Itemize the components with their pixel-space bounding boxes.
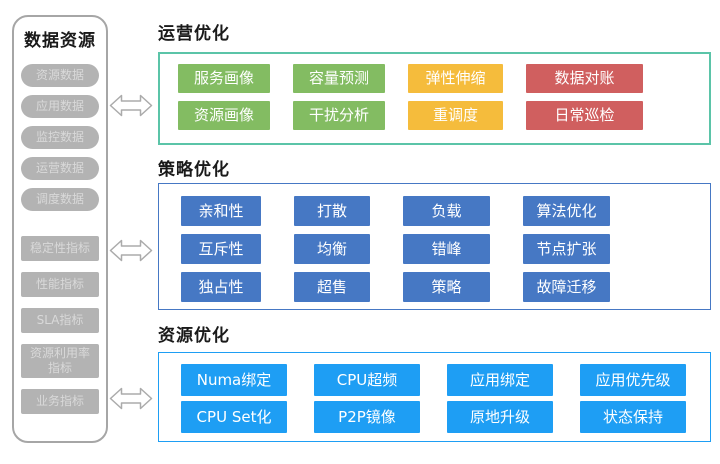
item-algorithm-optimization: 算法优化 (523, 196, 610, 226)
item-spread: 打散 (294, 196, 370, 226)
item-cpu-overclock: CPU超频 (314, 364, 420, 396)
strategy-grid: 亲和性 打散 负载 算法优化 互斥性 均衡 错峰 节点扩张 独占性 超售 策略 … (181, 196, 710, 302)
item-elastic-scaling: 弹性伸缩 (408, 64, 503, 93)
resource-grid: Numa绑定 CPU超频 应用绑定 应用优先级 CPU Set化 P2P镜像 原… (181, 364, 710, 433)
sidebar-item-sla-metric: SLA指标 (21, 308, 99, 333)
item-strategy: 策略 (403, 272, 490, 302)
item-capacity-forecast: 容量预测 (293, 64, 385, 93)
sidebar-item-stability-metric: 稳定性指标 (21, 236, 99, 261)
sidebar-item-business-metric: 业务指标 (21, 389, 99, 414)
item-anti-affinity: 互斥性 (181, 234, 261, 264)
item-in-place-upgrade: 原地升级 (447, 401, 553, 433)
section-operations-optimization: 服务画像 容量预测 弹性伸缩 数据对账 资源画像 干扰分析 重调度 日常巡检 (158, 52, 711, 145)
optimization-sections: 运营优化 服务画像 容量预测 弹性伸缩 数据对账 资源画像 干扰分析 重调度 日… (158, 0, 711, 464)
sidebar-item-resource-utilization-metric: 资源利用率指标 (21, 344, 99, 378)
section-resource-optimization: Numa绑定 CPU超频 应用绑定 应用优先级 CPU Set化 P2P镜像 原… (158, 352, 711, 442)
section-title-resource: 资源优化 (158, 326, 230, 346)
section-strategy-optimization: 亲和性 打散 负载 算法优化 互斥性 均衡 错峰 节点扩张 独占性 超售 策略 … (158, 183, 711, 310)
double-arrow-path (109, 239, 153, 262)
sidebar-item-scheduling-data: 调度数据 (21, 188, 99, 211)
section-title-strategy: 策略优化 (158, 160, 230, 180)
double-arrow-icon (109, 239, 153, 262)
item-daily-inspection: 日常巡检 (526, 101, 643, 130)
metric-item-group: 稳定性指标 性能指标 SLA指标 资源利用率指标 业务指标 (14, 236, 106, 414)
sidebar-item-resource-data: 资源数据 (21, 64, 99, 87)
item-node-expansion: 节点扩张 (523, 234, 610, 264)
item-data-reconciliation: 数据对账 (526, 64, 643, 93)
item-exclusivity: 独占性 (181, 272, 261, 302)
data-resources-panel: 数据资源 资源数据 应用数据 监控数据 运营数据 调度数据 稳定性指标 性能指标… (12, 15, 108, 443)
item-numa-binding: Numa绑定 (181, 364, 287, 396)
item-p2p-image: P2P镜像 (314, 401, 420, 433)
double-arrow-path (109, 387, 153, 410)
operations-grid: 服务画像 容量预测 弹性伸缩 数据对账 资源画像 干扰分析 重调度 日常巡检 (178, 64, 709, 130)
item-failure-migration: 故障迁移 (523, 272, 610, 302)
item-balance: 均衡 (294, 234, 370, 264)
sidebar-item-monitoring-data: 监控数据 (21, 126, 99, 149)
item-resource-profile: 资源画像 (178, 101, 270, 130)
item-affinity: 亲和性 (181, 196, 261, 226)
item-overselling: 超售 (294, 272, 370, 302)
item-cpu-set: CPU Set化 (181, 401, 287, 433)
double-arrow-icon (109, 387, 153, 410)
data-item-group: 资源数据 应用数据 监控数据 运营数据 调度数据 (14, 64, 106, 211)
item-app-binding: 应用绑定 (447, 364, 553, 396)
item-load: 负载 (403, 196, 490, 226)
sidebar-title: 数据资源 (24, 31, 96, 51)
sidebar-item-performance-metric: 性能指标 (21, 272, 99, 297)
item-state-preservation: 状态保持 (580, 401, 686, 433)
item-interference-analysis: 干扰分析 (293, 101, 385, 130)
sidebar-item-operations-data: 运营数据 (21, 157, 99, 180)
double-arrow-path (109, 94, 153, 117)
item-peak-shifting: 错峰 (403, 234, 490, 264)
item-service-profile: 服务画像 (178, 64, 270, 93)
item-app-priority: 应用优先级 (580, 364, 686, 396)
sidebar-item-application-data: 应用数据 (21, 95, 99, 118)
double-arrow-icon (109, 94, 153, 117)
section-title-operations: 运营优化 (158, 24, 230, 44)
item-rescheduling: 重调度 (408, 101, 503, 130)
